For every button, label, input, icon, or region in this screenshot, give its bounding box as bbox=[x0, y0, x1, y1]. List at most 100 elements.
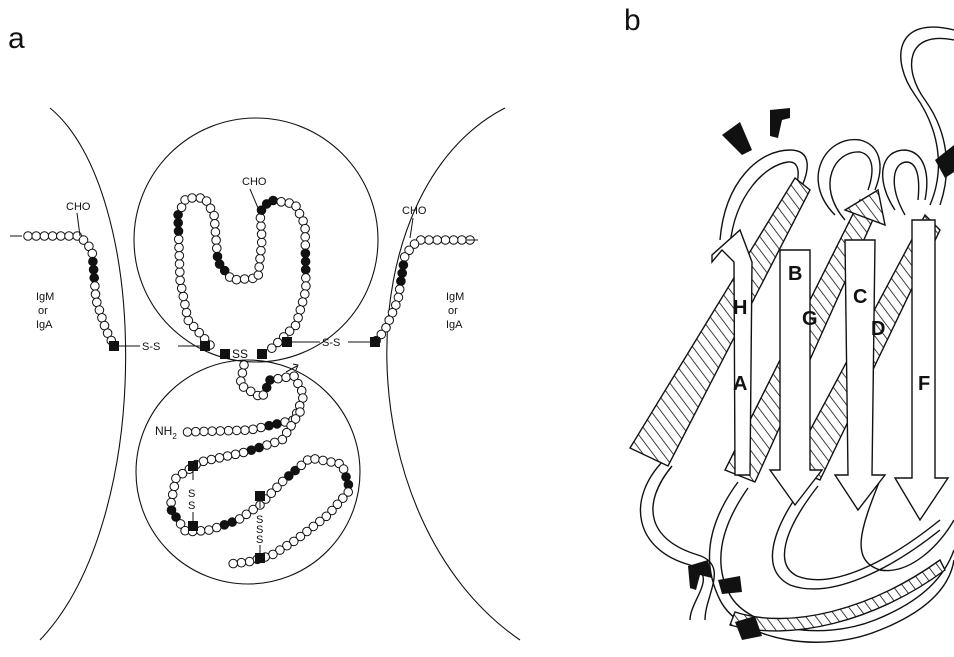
residue-bead bbox=[91, 290, 100, 299]
residue-bead bbox=[327, 458, 336, 467]
residue-bead bbox=[458, 236, 467, 245]
residue-bead bbox=[183, 428, 192, 437]
residue-bead bbox=[191, 427, 200, 436]
residue-chains bbox=[24, 194, 475, 568]
cho-top-label: CHO bbox=[242, 176, 267, 188]
black-tab-5 bbox=[718, 576, 742, 594]
residue-bead bbox=[57, 232, 66, 241]
residue-bead bbox=[181, 300, 190, 309]
cho-right-label: CHO bbox=[402, 205, 427, 217]
residue-bead bbox=[301, 241, 310, 250]
strand-label-g: G bbox=[802, 308, 818, 330]
residue-bead bbox=[263, 441, 272, 450]
cysteine-square bbox=[255, 491, 265, 501]
residue-bead bbox=[210, 211, 219, 220]
residue-bead bbox=[245, 557, 254, 566]
residue-bead bbox=[441, 236, 450, 245]
residue-bead bbox=[256, 254, 265, 263]
residue-bead bbox=[265, 421, 274, 430]
residue-bead bbox=[274, 374, 283, 383]
residue-bead bbox=[207, 455, 216, 464]
right-domain-arc bbox=[387, 108, 520, 640]
residue-bead bbox=[301, 249, 310, 258]
residue-bead bbox=[239, 448, 248, 457]
cysteine-square bbox=[220, 349, 230, 359]
residue-bead bbox=[175, 251, 184, 260]
residue-bead bbox=[88, 249, 97, 258]
residue-bead bbox=[174, 235, 183, 244]
cysteine-square bbox=[257, 349, 267, 359]
residue-bead bbox=[93, 298, 102, 307]
strand-label-b: B bbox=[788, 263, 802, 285]
right-ig-line1: IgM bbox=[446, 291, 464, 303]
residue-bead bbox=[301, 290, 310, 299]
residue-bead bbox=[175, 260, 184, 269]
residue-bead bbox=[254, 271, 263, 280]
panel-a: a S-S SS S-S S S S S S bbox=[8, 22, 520, 640]
panel-a-label: a bbox=[8, 22, 25, 55]
strand-label-d: D bbox=[871, 318, 885, 340]
left-ig-line3: IgA bbox=[36, 319, 53, 331]
strand-label-h: H bbox=[733, 297, 747, 319]
black-tab-4 bbox=[688, 560, 712, 590]
black-tab-1 bbox=[722, 122, 752, 155]
residue-bead bbox=[266, 376, 275, 385]
residue-bead bbox=[211, 228, 220, 237]
residue-bead bbox=[231, 450, 240, 459]
ss-vertical-1-top: S bbox=[188, 488, 195, 500]
residue-bead bbox=[238, 369, 247, 378]
residue-bead bbox=[270, 438, 279, 447]
residue-bead bbox=[182, 308, 191, 317]
strand-label-c: C bbox=[853, 286, 867, 308]
residue-bead bbox=[175, 243, 184, 252]
residue-bead bbox=[397, 277, 406, 286]
residue-bead bbox=[282, 373, 291, 382]
residue-bead bbox=[172, 474, 181, 483]
residue-bead bbox=[256, 214, 265, 223]
residue-bead bbox=[170, 482, 179, 491]
panel-b: b bbox=[624, 4, 954, 642]
residue-bead bbox=[301, 257, 310, 266]
residue-bead bbox=[398, 269, 407, 278]
residue-bead bbox=[240, 275, 249, 284]
ss-center-text: SS bbox=[232, 347, 248, 361]
cysteine-square bbox=[188, 461, 198, 471]
residue-bead bbox=[24, 232, 33, 241]
residue-bead bbox=[174, 219, 183, 228]
left-domain-arc bbox=[40, 108, 126, 640]
nh2-label: NH2 bbox=[155, 424, 177, 441]
ss-left: S-S bbox=[142, 341, 160, 353]
residue-bead bbox=[212, 236, 221, 245]
residue-bead bbox=[249, 425, 258, 434]
residue-bead bbox=[223, 452, 232, 461]
residue-bead bbox=[298, 298, 307, 307]
residue-bead bbox=[255, 263, 264, 272]
residue-bead bbox=[301, 233, 310, 242]
residue-bead bbox=[269, 196, 278, 205]
residue-bead bbox=[302, 274, 311, 283]
right-ig-line3: IgA bbox=[446, 319, 463, 331]
residue-bead bbox=[247, 446, 256, 455]
strand-label-f: F bbox=[918, 373, 930, 395]
residue-bead bbox=[400, 253, 409, 262]
ss-right-text: S-S bbox=[322, 337, 340, 349]
residue-bead bbox=[98, 314, 107, 323]
residue-bead bbox=[301, 224, 310, 233]
residue-bead bbox=[257, 238, 266, 247]
residue-bead bbox=[255, 443, 264, 452]
residue-bead bbox=[302, 282, 311, 291]
residue-bead bbox=[176, 268, 185, 277]
residue-bead bbox=[177, 284, 186, 293]
residue-bead bbox=[200, 427, 209, 436]
residue-bead bbox=[433, 236, 442, 245]
residue-bead bbox=[257, 423, 266, 432]
residue-bead bbox=[91, 282, 100, 291]
residue-bead bbox=[319, 456, 328, 465]
residue-bead bbox=[229, 559, 238, 568]
residue-bead bbox=[213, 244, 222, 253]
residue-bead bbox=[296, 306, 305, 315]
residue-bead bbox=[179, 292, 188, 301]
residue-bead bbox=[176, 276, 185, 285]
residue-bead bbox=[240, 361, 249, 370]
residue-bead bbox=[184, 316, 193, 325]
